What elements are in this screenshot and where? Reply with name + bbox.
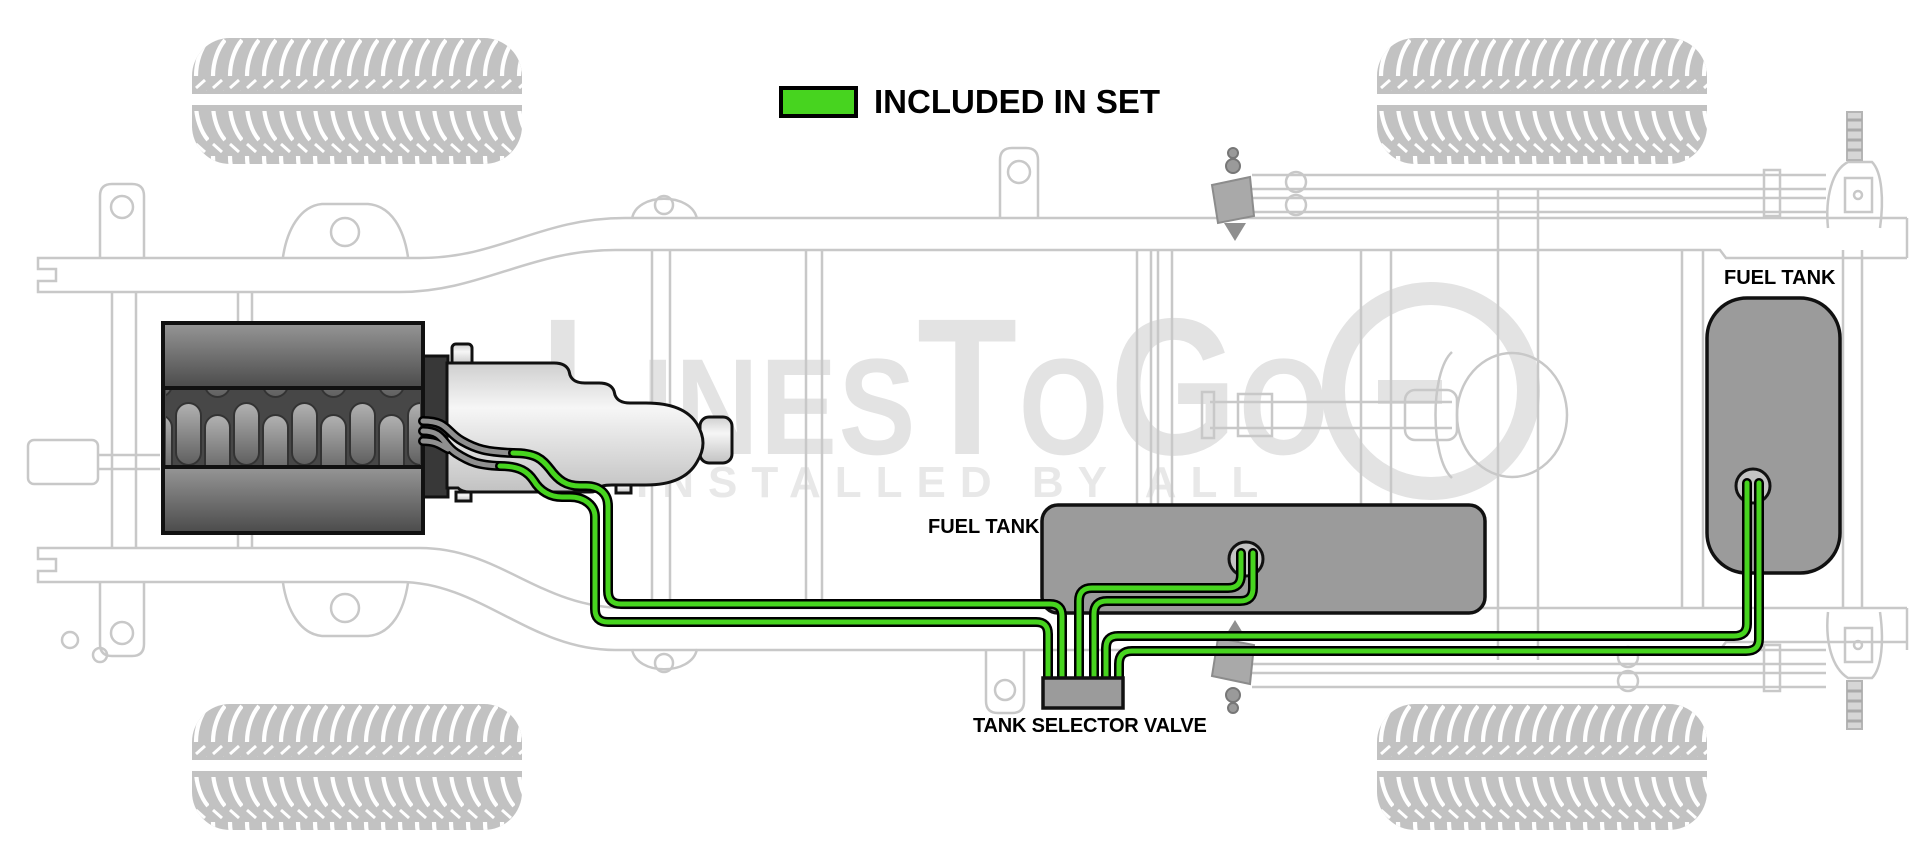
chassis-frame bbox=[26, 146, 1909, 715]
tank-selector-valve bbox=[1041, 676, 1125, 710]
front-left-tire bbox=[192, 38, 522, 164]
rear-left-outer-tire bbox=[1377, 704, 1707, 830]
filler-neck-rear bbox=[1734, 467, 1772, 505]
fuel-lines-included bbox=[495, 448, 1764, 683]
front-right-tire bbox=[192, 704, 522, 830]
rear-right-outer-tire bbox=[1377, 38, 1707, 164]
legend-swatch bbox=[779, 86, 858, 118]
engine-assembly bbox=[161, 321, 734, 535]
spring-hanger-top-icon bbox=[1210, 147, 1256, 241]
transmission bbox=[445, 342, 734, 503]
tank-selector-valve-label: TANK SELECTOR VALVE bbox=[973, 715, 1207, 737]
front-fuel-tank-label: FUEL TANK bbox=[928, 516, 1040, 538]
engine-exhaust-loops bbox=[161, 386, 425, 469]
hatched-pin-bottom-icon bbox=[1846, 680, 1863, 730]
fuel-tank-rear bbox=[1705, 296, 1842, 575]
engine-bottom-bank bbox=[161, 465, 425, 535]
rear-fuel-tank-label: FUEL TANK bbox=[1724, 267, 1836, 289]
hatched-pin-top-icon bbox=[1846, 111, 1863, 161]
engine-top-bank bbox=[161, 321, 425, 390]
legend: INCLUDED IN SET bbox=[779, 83, 1160, 121]
driveshaft bbox=[1200, 390, 1452, 440]
rear-axle bbox=[1403, 190, 1569, 660]
fuel-lines-not-included bbox=[418, 416, 518, 471]
watermark-tagline: INSTALLED BY ALL bbox=[636, 458, 1273, 507]
legend-label: INCLUDED IN SET bbox=[874, 83, 1161, 120]
rear-suspension bbox=[1200, 111, 1884, 730]
